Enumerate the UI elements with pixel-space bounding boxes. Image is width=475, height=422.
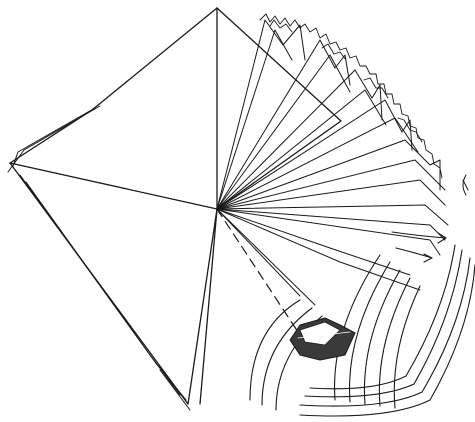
left-edge-layers: [8, 106, 190, 410]
right-edge-fragment: [463, 175, 468, 195]
serrated-edge: [260, 14, 442, 178]
curved-bands: [250, 245, 475, 416]
main-square: [10, 8, 341, 404]
dashed-fold-line: [217, 209, 298, 332]
motion-arrows: [392, 232, 446, 262]
